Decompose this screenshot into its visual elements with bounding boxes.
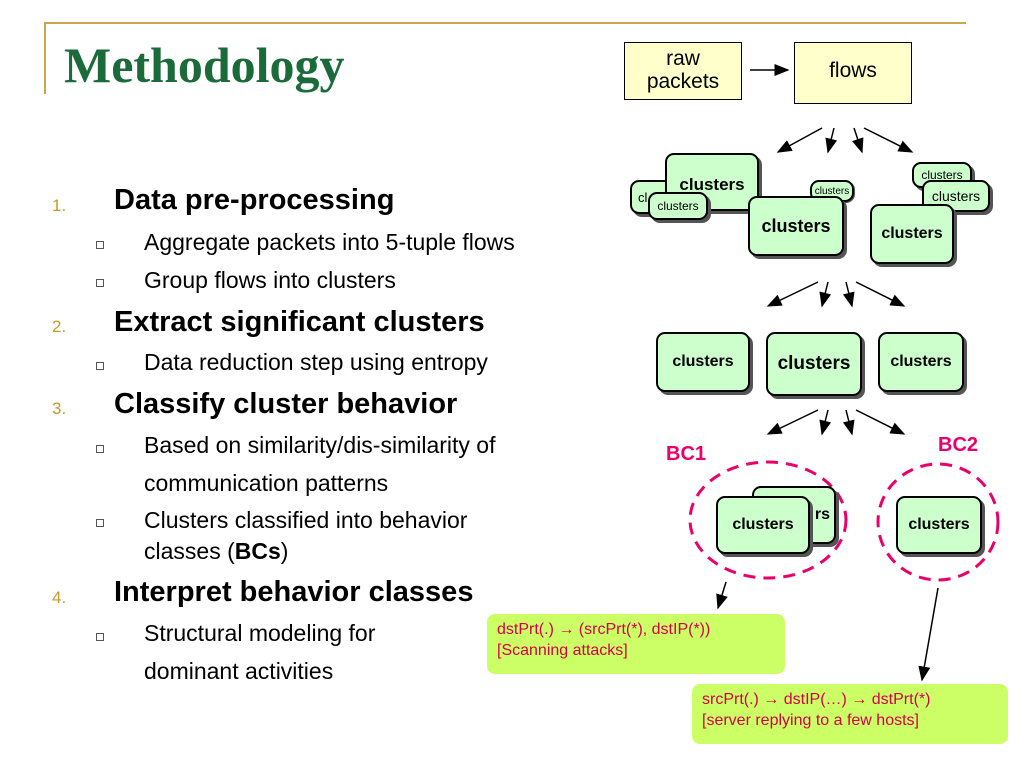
flows-box: flows (794, 42, 912, 104)
outline-sub-1-1: Aggregate packets into 5-tuple flows (144, 229, 515, 255)
raw-packets-line1: raw (666, 47, 700, 70)
bc2-ellipse (876, 462, 1000, 582)
frame-top-rule (44, 22, 966, 24)
outline-sub-3-2b: classes (BCs) (144, 538, 289, 564)
raw-packets-line2: packets (646, 70, 720, 94)
bc1-ellipse (688, 460, 848, 580)
outline-heading-4: Interpret behavior classes (114, 576, 474, 608)
fan3-arrow (766, 409, 819, 435)
slide-title: Methodology (64, 37, 345, 93)
outline-number-1: 1. (52, 196, 67, 215)
outline-number-2: 2. (52, 317, 67, 336)
bullet-square-icon (96, 241, 104, 249)
fan2-arrow (855, 281, 906, 307)
fan2-arrow (842, 281, 855, 308)
outline-heading-1: Data pre-processing (114, 184, 395, 216)
fan3-arrow (842, 409, 855, 436)
note-scanning: dstPrt(.) → (srcPrt(*), dstIP(*)) [Scann… (487, 614, 785, 674)
outline-sub-1-2: Group flows into clusters (144, 267, 396, 293)
outline-sub-2-1: Data reduction step using entropy (144, 349, 488, 375)
outline-sub-3-1b: communication patterns (144, 470, 389, 496)
bcs-prefix: classes ( (144, 538, 235, 564)
fan2-arrow (819, 281, 832, 308)
cluster-bc2: clusters (896, 496, 982, 554)
bullet-square-icon (96, 519, 104, 527)
bullet-square-icon (96, 633, 104, 641)
outline-heading-3: Classify cluster behavior (114, 388, 458, 420)
arrow-to-note1 (716, 581, 728, 610)
note2-line2: [server replying to a few hosts] (702, 711, 919, 729)
fan1-arrow (852, 127, 864, 154)
cluster-medium: clusters (878, 332, 964, 392)
outline-sub-3-1: Based on similarity/dis-similarity of (144, 432, 496, 458)
outline-sub-4-1b: dominant activities (144, 658, 334, 684)
fan1-arrow (863, 127, 914, 153)
outline-sub-4-1: Structural modeling for (144, 620, 376, 646)
outline-sub-3-2: Clusters classified into behavior (144, 507, 468, 533)
note1-line2: [Scanning attacks] (497, 641, 628, 659)
cluster-large: clusters (748, 196, 844, 256)
bullet-square-icon (96, 445, 104, 453)
frame-left-rule (44, 22, 46, 94)
bc2-label: BC2 (938, 434, 979, 456)
bcs-suffix: ) (280, 538, 289, 564)
note-server: srcPrt(.) → dstIP(…) → dstPrt(*) [server… (692, 684, 1008, 744)
bullet-square-icon (96, 362, 104, 370)
cluster-large: clusters (766, 332, 862, 396)
raw-packets-box: raw packets (624, 42, 742, 100)
note1-line1: dstPrt(.) → (srcPrt(*), dstIP(*)) (497, 621, 711, 638)
outline-number-3: 3. (52, 399, 67, 418)
fan3-arrow (819, 409, 832, 436)
fan1-arrow (776, 127, 823, 153)
bcs-bold: BCs (234, 538, 281, 564)
cluster-medium: clusters (656, 332, 750, 392)
cluster-front: clusters (716, 496, 810, 554)
arrow-to-note2 (918, 587, 939, 682)
bc1-label: BC1 (666, 443, 707, 465)
fan2-arrow (766, 281, 819, 307)
note2-line1: srcPrt(.) → dstIP(…) → dstPrt(*) (702, 691, 931, 708)
bullet-square-icon (96, 279, 104, 287)
fan3-arrow (855, 409, 906, 435)
outline-heading-2: Extract significant clusters (114, 306, 485, 338)
outline-number-4: 4. (52, 588, 67, 607)
cluster-medium: clusters (870, 204, 954, 264)
fan1-arrow (825, 127, 838, 154)
cluster-tiny: clusters (648, 192, 708, 220)
